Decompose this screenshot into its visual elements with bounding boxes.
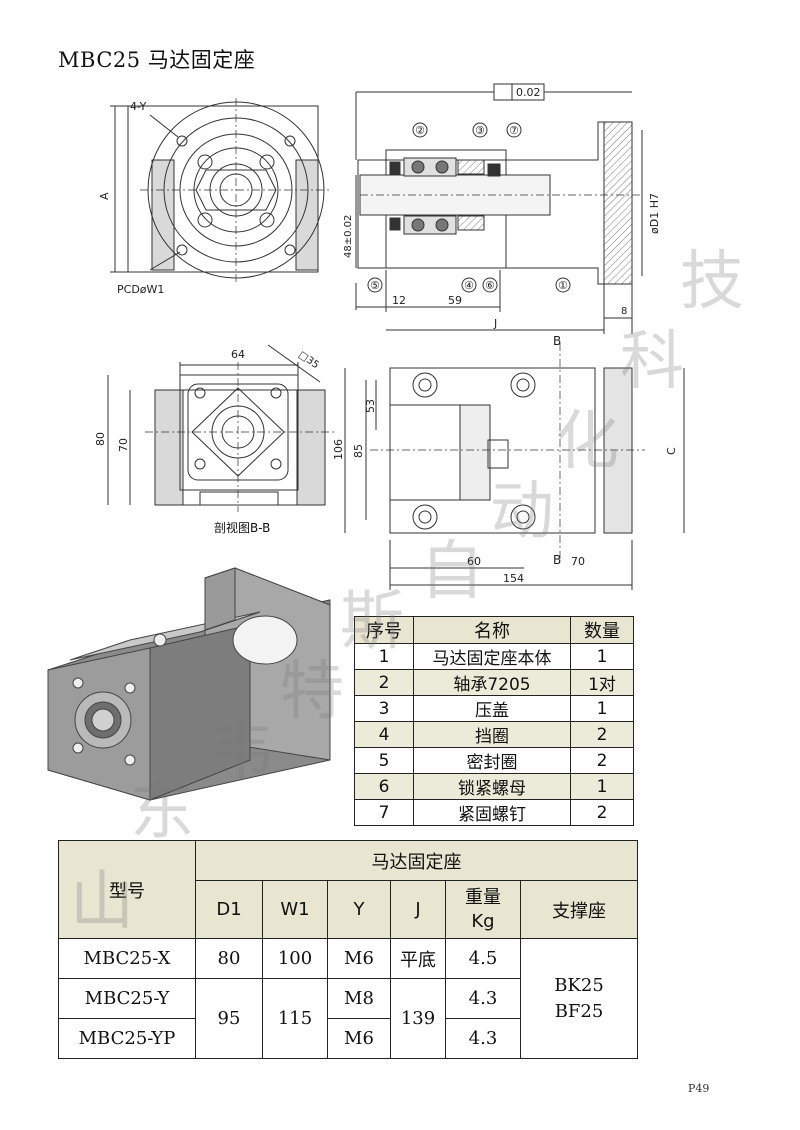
table-row: 5 密封圈 2 <box>354 747 634 774</box>
col-name: 名称 <box>413 616 571 644</box>
model-header: 型号 <box>58 840 196 939</box>
callout-1: ① <box>558 279 568 292</box>
side-view <box>107 344 335 512</box>
table-row: 6 锁紧螺母 1 <box>354 773 634 800</box>
table-row: 7 紧固螺钉 2 <box>354 799 634 826</box>
table-row: 1 马达固定座本体 1 <box>354 643 634 670</box>
col-d1: D1 <box>195 880 263 939</box>
label-holes: 4-Y <box>130 100 147 113</box>
isometric-render-view <box>47 567 331 801</box>
label-flatness: 0.02 <box>516 86 541 99</box>
col-qty: 数量 <box>570 616 634 644</box>
table-row: MBC25-Y 95 115 M8 139 4.3 <box>58 978 638 1059</box>
callout-4: ④ <box>464 279 474 292</box>
section-view-label: 剖视图B-B <box>214 521 271 535</box>
label-section-b-bottom: B <box>553 553 561 567</box>
label-60: 60 <box>467 555 481 568</box>
label-106: 106 <box>332 439 345 460</box>
label-70: 70 <box>117 438 130 452</box>
callout-2: ② <box>415 124 425 137</box>
table-row: MBC25-X 80 100 M6 平底 4.5 BK25 BF25 <box>58 938 638 1059</box>
label-c: C <box>665 447 678 455</box>
label-section-b-top: B <box>553 334 561 348</box>
table-row: MBC25-YP M6 4.3 <box>58 1018 638 1059</box>
col-j: J <box>390 880 446 939</box>
col-weight: 重量 Kg <box>445 880 521 939</box>
label-80: 80 <box>94 432 107 446</box>
label-59: 59 <box>448 294 462 307</box>
table-row: 3 压盖 1 <box>354 695 634 722</box>
label-48: 48±0.02 <box>343 215 354 258</box>
callout-3: ③ <box>475 124 485 137</box>
label-a: A <box>98 192 111 200</box>
label-154: 154 <box>503 572 524 585</box>
parts-table: 序号 名称 数量 1 马达固定座本体 1 2 轴承7205 1对 3 压盖 1 … <box>354 616 634 826</box>
label-8: 8 <box>621 306 627 317</box>
table-row: 2 轴承7205 1对 <box>354 669 634 696</box>
callout-7: ⑦ <box>509 124 519 137</box>
support-cell: BK25 BF25 <box>520 938 638 1059</box>
group-header: 马达固定座 <box>195 840 638 881</box>
col-index: 序号 <box>354 616 414 644</box>
label-64: 64 <box>231 348 245 361</box>
col-y: Y <box>327 880 391 939</box>
label-12: 12 <box>392 294 406 307</box>
page-number: P49 <box>688 1082 710 1095</box>
col-w1: W1 <box>262 880 328 939</box>
label-pcd: PCDøW1 <box>117 283 164 296</box>
table-row: 4 挡圈 2 <box>354 721 634 748</box>
page-title: MBC25 马达固定座 <box>58 48 256 72</box>
label-j: J <box>493 317 497 330</box>
label-70b: 70 <box>571 555 585 568</box>
label-53: 53 <box>364 399 377 413</box>
top-view <box>344 343 685 590</box>
callout-5: ⑤ <box>370 279 380 292</box>
col-support: 支撑座 <box>520 880 638 939</box>
callout-6: ⑥ <box>485 279 495 292</box>
spec-table: 型号 马达固定座 D1 W1 Y J 重量 Kg 支撑座 MBC25-X 80 … <box>58 840 638 1059</box>
label-85: 85 <box>352 444 365 458</box>
front-view <box>110 98 332 282</box>
technical-drawing: 4-Y A PCDøW1 0.02 48±0.02 <box>94 83 685 610</box>
label-d1: øD1 H7 <box>648 193 661 234</box>
section-view <box>355 83 643 334</box>
